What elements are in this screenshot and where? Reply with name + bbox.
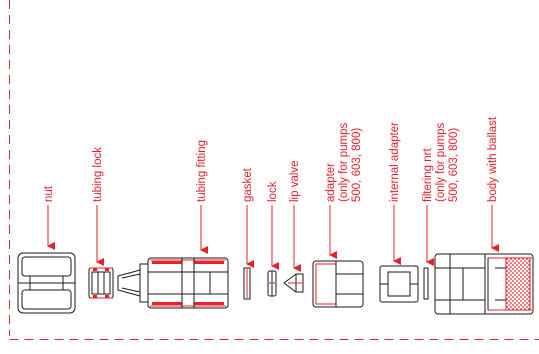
tubing-fitting-part — [117, 257, 229, 309]
body-with-ballast-part — [434, 253, 534, 315]
label-internal-adapter: internal adapter — [389, 122, 401, 202]
gasket-part — [243, 267, 251, 300]
label-nut: nut — [43, 185, 55, 202]
label-lip-valve: lip valve — [289, 160, 301, 202]
label-adapter: adapter (only for pumps 500, 603, 800) — [325, 120, 363, 202]
part-labels: nut tubing lock tubing fitting gasket lo… — [43, 116, 499, 202]
internal-adapter-part — [379, 265, 419, 303]
lock-part — [267, 270, 277, 297]
tubing-lock-part — [88, 267, 114, 299]
label-body-with-ballast: body with ballast — [487, 116, 499, 202]
leader-arrows — [47, 205, 499, 272]
label-tubing-lock: tubing lock — [92, 147, 104, 202]
label-tubing-fitting: tubing fitting — [196, 140, 208, 202]
label-filtering-net: filtering nrt (only for pumps 500, 603, … — [422, 120, 460, 202]
dashed-frame — [9, 0, 539, 340]
ballast-hatched-area — [505, 257, 531, 311]
filtering-net-part — [423, 267, 429, 300]
label-gasket: gasket — [242, 167, 254, 202]
nut-part — [17, 252, 76, 314]
lip-valve-part — [283, 273, 304, 293]
adapter-part — [312, 260, 364, 308]
label-lock: lock — [267, 181, 279, 202]
